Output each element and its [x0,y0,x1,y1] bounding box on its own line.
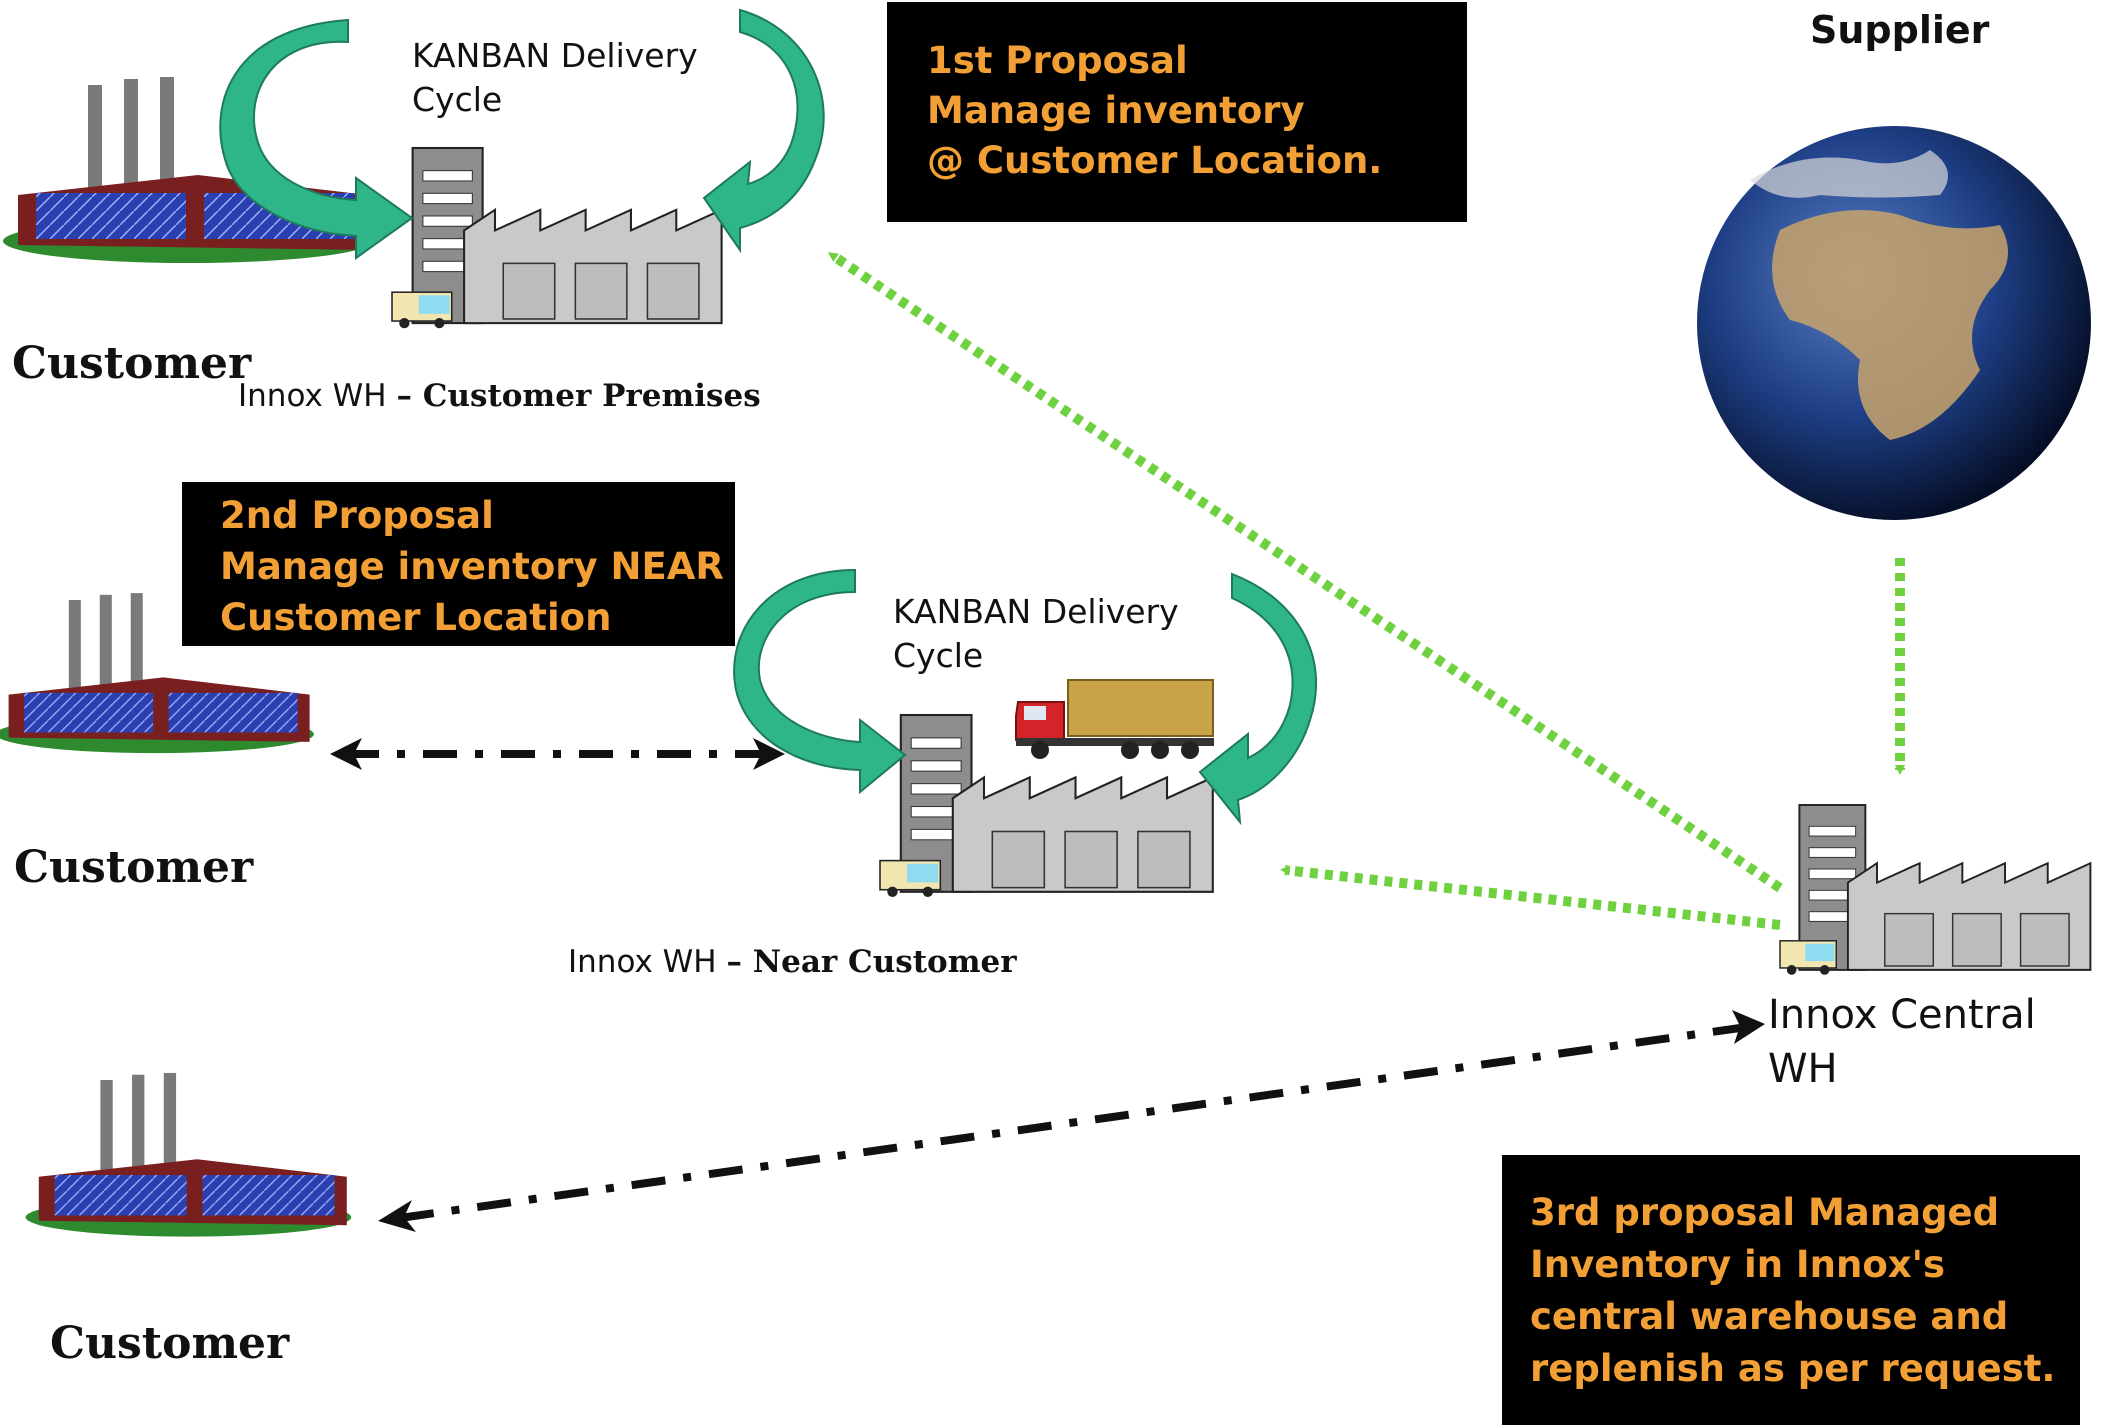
wh-near-suffix: – Near Customer [726,944,1017,980]
supply-arrow-central-to-premises [827,250,1783,893]
wh-premises-label: Innox WH – Customer Premises [238,378,761,414]
proposal-third-line-1: 3rd proposal Managed [1530,1191,2000,1234]
central-wh-label-line-1: Innox Central [1768,992,2036,1038]
customer-label-1: Customer [12,338,252,389]
proposal-box-second: 2nd Proposal Manage inventory NEAR Custo… [182,482,735,646]
delivery-arrows [345,750,1741,1222]
kanban-label-top-line-1: KANBAN Delivery [412,36,698,75]
kanban-label-top-line-2: Cycle [412,80,503,119]
supply-arrows [827,250,1905,930]
kanban-label-mid-line-2: Cycle [893,636,984,675]
warehouse-icon-customer-premises [390,146,723,330]
proposal-third-line-4: replenish as per request. [1530,1347,2056,1390]
supplier-globe [1697,126,2091,520]
proposal-third-line-2: Inventory in Innox's [1530,1243,1946,1286]
proposal-box-third: 3rd proposal Managed Inventory in Innox'… [1502,1155,2080,1425]
wh-near-prefix: Innox WH [568,944,717,980]
supplier-label: Supplier [1810,8,1990,52]
delivery-arrow-central-customer [399,1024,1741,1222]
kanban-cycle-arrows-middle [733,568,1318,826]
proposal-second-line-2: Manage inventory NEAR [220,545,724,588]
wh-near-label: Innox WH – Near Customer [568,944,1017,980]
wh-premises-suffix: – Customer Premises [396,378,761,414]
customer-label-3: Customer [50,1318,290,1369]
proposal-second-line-1: 2nd Proposal [220,494,494,537]
supply-arrow-central-to-near [1280,865,1781,930]
proposal-box-first: 1st Proposal Manage inventory @ Customer… [887,2,1467,222]
kanban-cycle-arrows-top [219,8,825,260]
kanban-label-mid-line-1: KANBAN Delivery [893,592,1179,631]
truck-icon [1015,679,1214,759]
proposal-third-line-3: central warehouse and [1530,1295,2009,1338]
proposal-first-line-3: @ Customer Location. [927,139,1383,182]
factory-icon-customer-1 [3,77,373,263]
customer-label-2: Customer [14,842,254,893]
proposal-first-line-2: Manage inventory [927,89,1305,132]
factory-icon-customer-3 [25,1072,352,1237]
proposal-second-line-3: Customer Location [220,596,612,639]
wh-premises-prefix: Innox WH [238,378,387,414]
proposal-first-line-1: 1st Proposal [927,39,1188,82]
central-wh-label-line-2: WH [1768,1046,1838,1092]
delivery-arrowheads [330,738,1765,1232]
warehouse-icon-central [1779,804,2092,976]
